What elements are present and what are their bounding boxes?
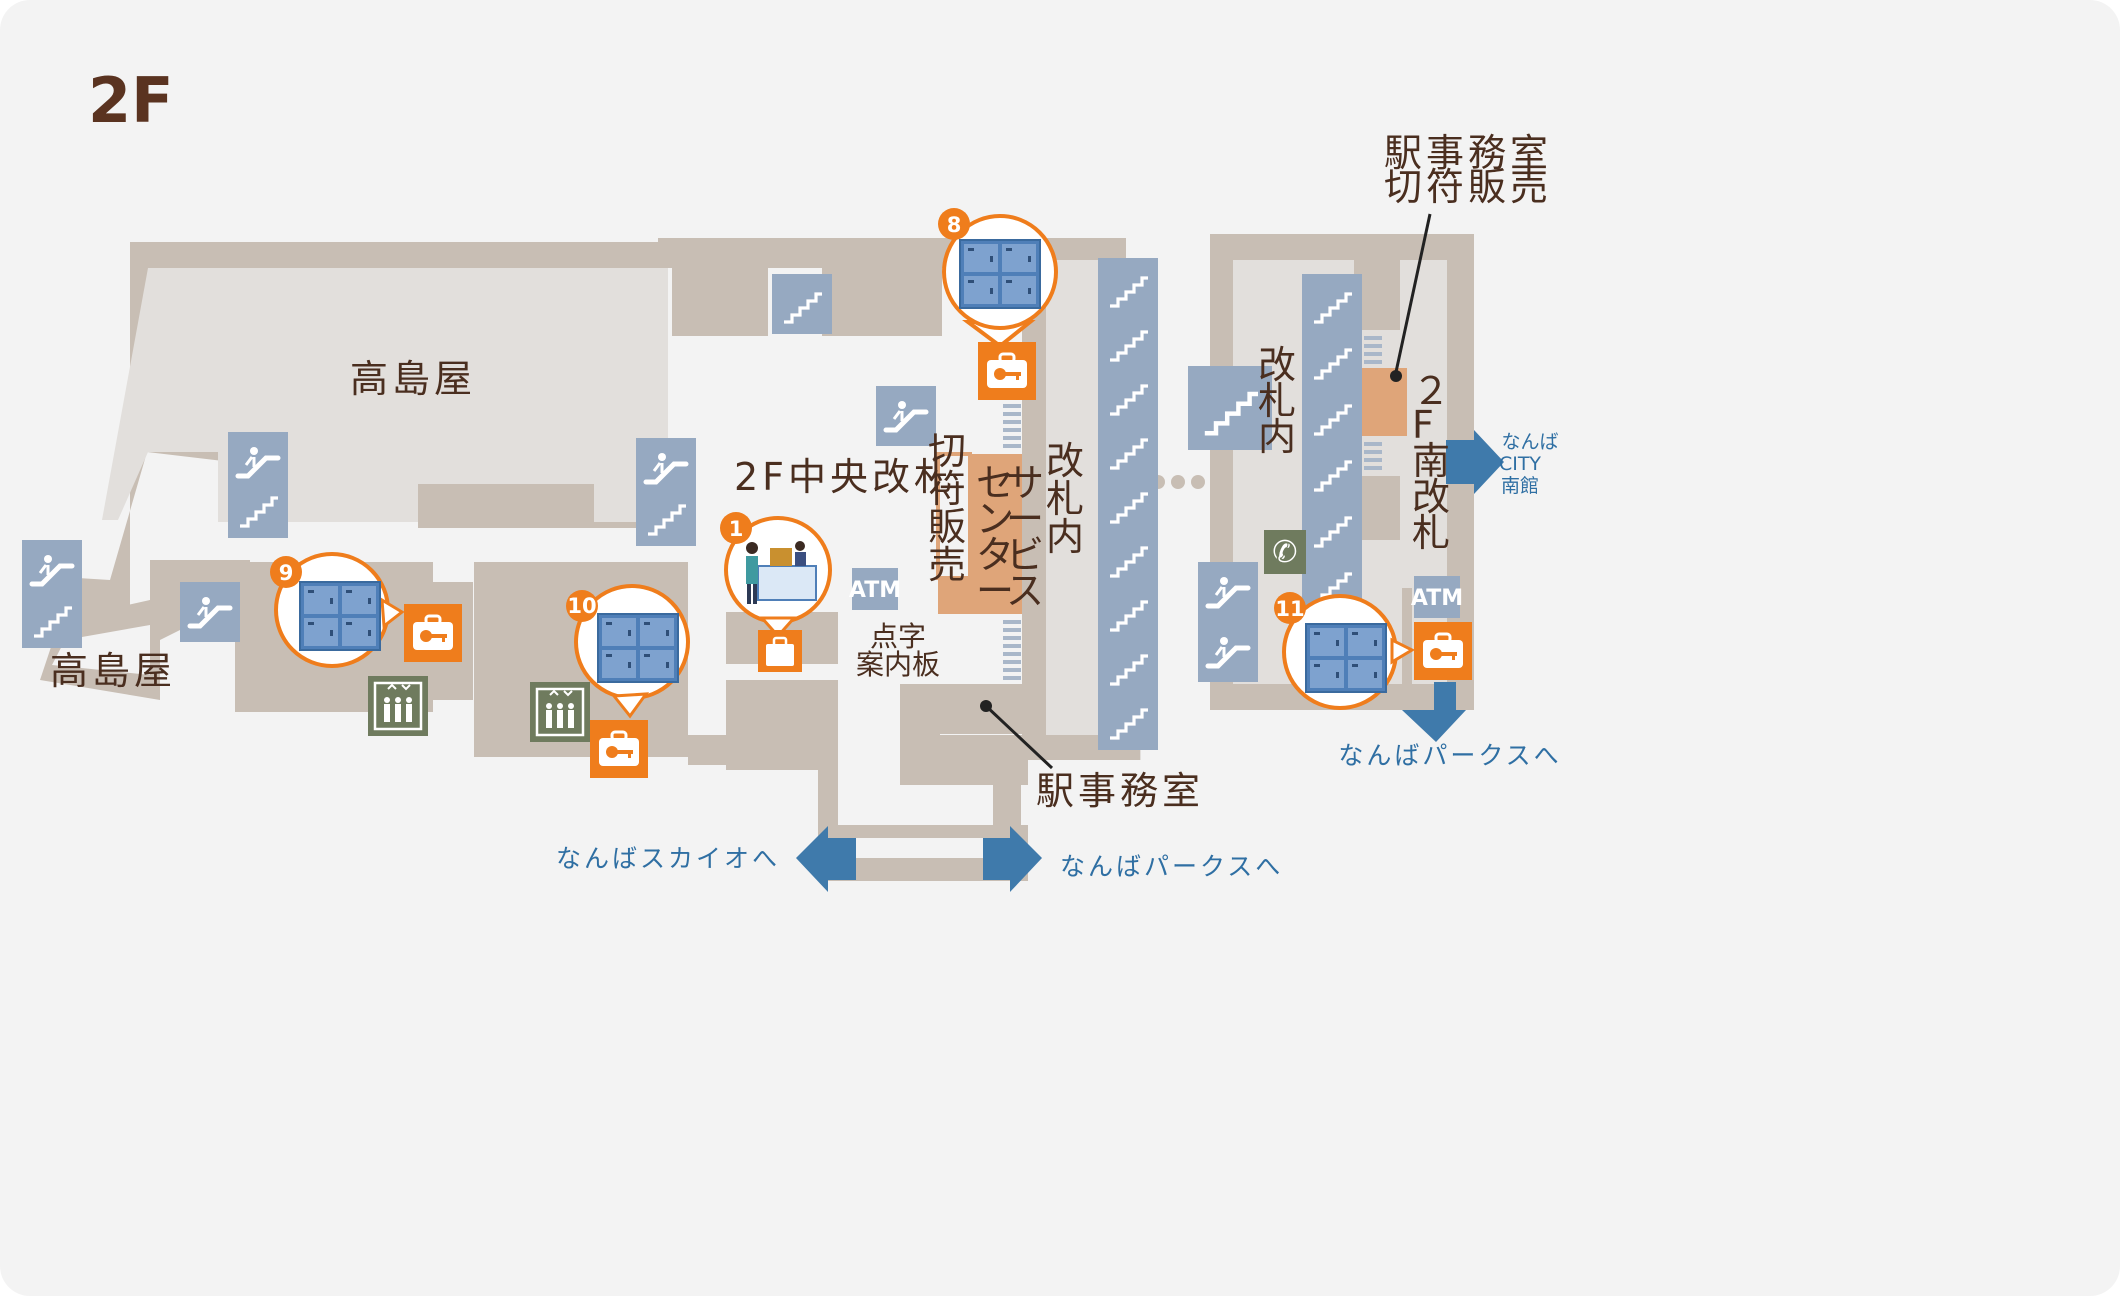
locker-callout-10[interactable]: 10 [566,584,690,780]
locker-8-number: 8 [947,213,962,237]
svg-text:ATM: ATM [1411,586,1463,611]
label-ticket-sales-top: 切符販売 [1384,165,1552,209]
svg-text:ビ: ビ [1006,533,1048,577]
label-station-office-top: 駅事務室 [1384,131,1552,175]
stairs-icon [1096,418,1160,482]
label-takashimaya: 高島屋 [350,357,476,401]
phone-icon: ✆ [1264,530,1306,574]
label-service-center-vertical: サ ー ビ ス セ ン タ ー [976,461,1048,613]
elevator-icon [366,674,430,738]
label-station-office: 駅事務室 [1036,769,1204,813]
svg-text:サ: サ [1006,461,1048,505]
svg-text:内: 内 [1258,415,1300,459]
svg-text:売: 売 [928,543,970,587]
svg-text:CITY: CITY [1499,453,1541,475]
svg-text:南館: 南館 [1501,475,1539,497]
locker-key-icon [976,340,1038,402]
escalator-icon [22,540,82,600]
atm-center: ATM [849,568,901,610]
locker-key-icon [402,602,464,664]
stairs-icon [1096,364,1160,428]
svg-text:ン: ン [976,497,1018,541]
escalator-icon [1198,622,1258,682]
stairs-icon [1096,472,1160,536]
service-1-number: 1 [729,517,744,541]
exit-arrow-parks-right[interactable]: なんばパークスへ [1338,682,1561,770]
floor-title: 2F [88,64,174,137]
atm-south: ATM [1411,576,1463,618]
svg-text:ー: ー [1006,497,1048,541]
svg-text:改: 改 [1412,475,1454,519]
svg-text:販: 販 [928,505,970,549]
svg-text:札: 札 [1046,477,1088,521]
label-ticket-sales-vertical: 切 符 販 売 [928,429,970,587]
label-braille-board-2: 案内板 [856,648,940,681]
svg-text:ATM: ATM [849,578,901,603]
elevator-icon [528,680,592,744]
svg-text:F: F [1412,403,1438,447]
svg-text:２: ２ [1412,369,1454,413]
escalator-icon [228,432,288,492]
svg-text:ー: ー [976,569,1018,613]
svg-text:切: 切 [928,429,970,473]
label-inside-gate-center: 改 札 内 [1046,439,1088,559]
stairs-icon [770,272,834,336]
stairs-icon [1096,580,1160,644]
stairs-icon [1096,688,1160,752]
stairs-icon [1300,384,1364,448]
stairs-icon [1096,634,1160,698]
locker-11-number: 11 [1275,597,1304,621]
svg-text:符: 符 [928,467,970,511]
stairs-icon [1096,310,1160,374]
svg-text:✆: ✆ [1272,535,1297,570]
svg-text:タ: タ [976,533,1018,577]
label-takashimaya-west: 高島屋 [50,649,176,693]
label-central-gate: 2F中央改札 [734,455,956,499]
locker-10-number: 10 [567,594,596,618]
svg-text:セ: セ [976,461,1018,505]
svg-text:改: 改 [1046,439,1088,483]
stairs-icon [1096,256,1160,320]
locker-key-icon [1412,620,1474,682]
svg-text:なんばスカイオへ: なんばスカイオへ [556,844,780,873]
exit-arrow-parks-bottom[interactable]: なんばパークスへ [983,826,1283,892]
exit-arrow-skyo[interactable]: なんばスカイオへ [556,826,856,892]
pointer-lines [984,213,1432,770]
escalator-icon [876,386,936,446]
escalator-icon [636,438,696,498]
label-inside-gate-south: 改 札 内 [1258,343,1300,459]
svg-text:なんばパークスへ: なんばパークスへ [1338,741,1561,770]
svg-text:改: 改 [1258,343,1300,387]
locker-callout-9[interactable]: 9 [270,552,464,668]
escalator-icon [180,582,240,642]
locker-9-number: 9 [279,561,294,585]
locker-callout-11[interactable]: 11 [1274,592,1474,710]
escalator-icon [1198,562,1258,622]
svg-text:南: 南 [1412,439,1454,483]
label-braille-board-1: 点字 [870,620,926,653]
continuation-dots [1151,475,1205,489]
stairs-icon [1300,272,1364,336]
svg-text:なんばパークスへ: なんばパークスへ [1060,852,1283,881]
stairs-icon [1300,496,1364,560]
svg-text:札: 札 [1258,379,1300,423]
label-south-gate: ２ F 南 改 札 [1412,369,1454,555]
stairs-icon [1096,526,1160,590]
svg-text:札: 札 [1412,511,1454,555]
luggage-icon [758,630,802,672]
stairs-icon [1300,440,1364,504]
svg-text:なんば: なんば [1501,431,1558,453]
svg-text:内: 内 [1046,515,1088,559]
exit-arrow-city[interactable]: なんば CITY 南館 [1446,430,1559,497]
locker-key-icon [588,718,650,780]
locker-callout-8[interactable]: 8 [938,208,1058,402]
luggage-service-callout-1[interactable]: 1 [720,512,832,672]
svg-text:ス: ス [1006,569,1048,613]
stairs-icon [1300,328,1364,392]
